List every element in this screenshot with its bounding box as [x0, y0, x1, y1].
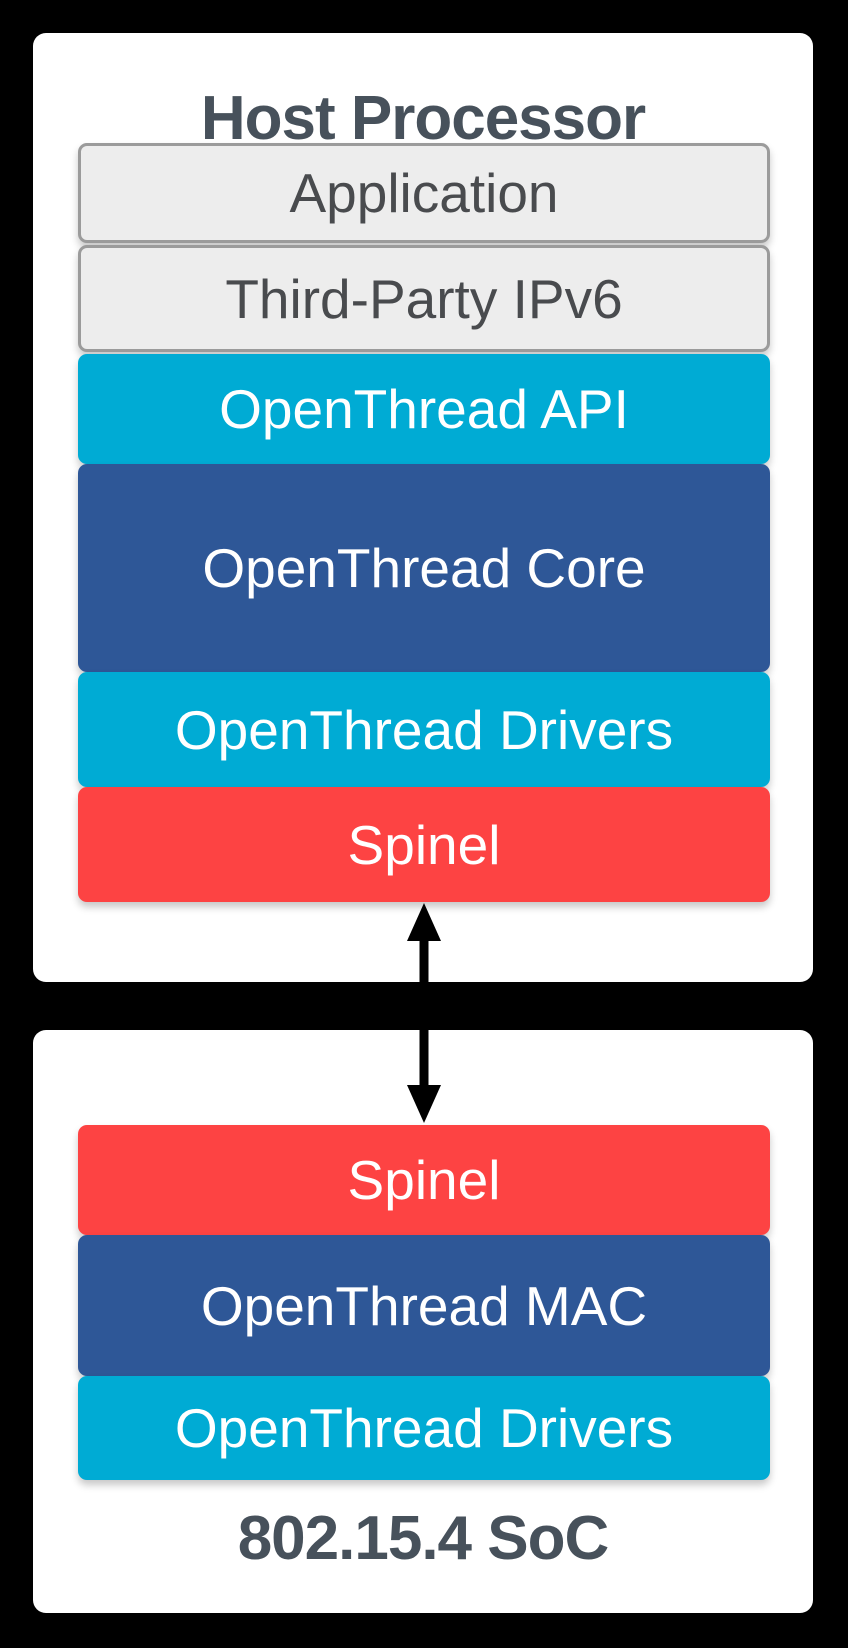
layer-openthread-drivers-host-label: OpenThread Drivers: [174, 698, 674, 761]
layer-spinel-soc-label: Spinel: [347, 1149, 501, 1211]
layer-third-party-ipv6-label: Third-Party IPv6: [225, 267, 623, 330]
layer-application: Application: [78, 143, 770, 243]
layer-openthread-api: OpenThread API: [78, 354, 770, 464]
layer-spinel-host: Spinel: [78, 787, 770, 902]
host-layer-stack: Application Third-Party IPv6 OpenThread …: [78, 143, 770, 902]
layer-third-party-ipv6: Third-Party IPv6: [78, 245, 770, 352]
layer-openthread-drivers-soc: OpenThread Drivers: [78, 1376, 770, 1480]
layer-openthread-mac-label: OpenThread MAC: [200, 1274, 648, 1337]
host-processor-title: Host Processor: [200, 84, 646, 153]
layer-openthread-api-label: OpenThread API: [219, 378, 629, 440]
layer-spinel-host-label: Spinel: [347, 813, 501, 876]
double-headed-arrow-icon: [407, 903, 441, 1123]
layer-application-label: Application: [289, 162, 559, 224]
soc-layer-stack: Spinel OpenThread MAC OpenThread Drivers: [78, 1125, 770, 1480]
layer-openthread-core-label: OpenThread Core: [202, 537, 646, 599]
soc-panel: Spinel OpenThread MAC OpenThread Drivers…: [33, 1030, 813, 1613]
layer-spinel-soc: Spinel: [78, 1125, 770, 1235]
host-processor-panel: Host Processor Application Third-Party I…: [33, 33, 813, 982]
layer-openthread-drivers-host: OpenThread Drivers: [78, 672, 770, 787]
soc-title: 802.15.4 SoC: [237, 1504, 610, 1573]
layer-openthread-drivers-soc-label: OpenThread Drivers: [174, 1397, 674, 1459]
layer-openthread-mac: OpenThread MAC: [78, 1235, 770, 1376]
layer-openthread-core: OpenThread Core: [78, 464, 770, 672]
